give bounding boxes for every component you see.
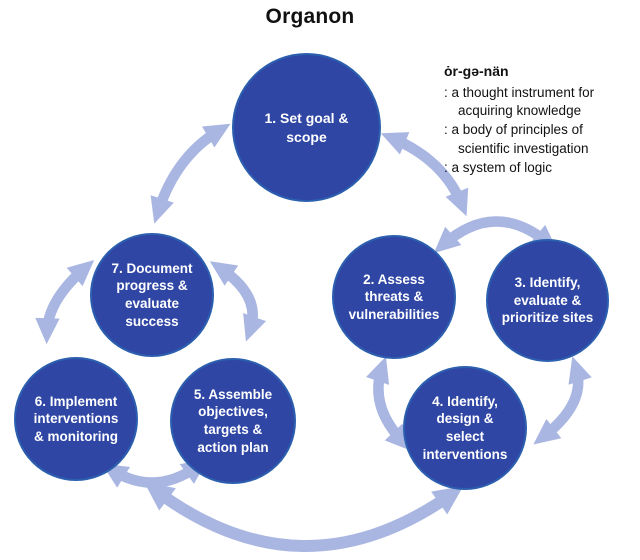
- page-title: Organon: [265, 5, 355, 28]
- definition-sense-1: : a thought instrument for acquiring kno…: [444, 84, 595, 119]
- arrow-2-3: [433, 216, 558, 254]
- arrow-2-4: [366, 356, 412, 451]
- arrow-7-1: [150, 123, 231, 224]
- step-circle-4-select-interventions: 4. Identify, design & select interventio…: [403, 366, 527, 490]
- definition-sense-2: : a body of principles of scientific inv…: [444, 122, 589, 157]
- definition-sense-3: : a system of logic: [444, 160, 553, 176]
- arrow-7-5: [209, 261, 267, 342]
- step-circle-2-assess-threats: 2. Assess threats & vulnerabilities: [332, 235, 456, 359]
- pronunciation-text: ȯr-gə-nän: [444, 63, 509, 79]
- arrow-7-6: [35, 260, 95, 345]
- arrow-6-5: [101, 458, 208, 488]
- step-circle-3-prioritize-sites: 3. Identify, evaluate & prioritize sites: [486, 239, 609, 362]
- arrow-4-5-bottom-arc: [143, 481, 464, 552]
- definition-block: ȯr-gə-nän : a thought instrument for acq…: [444, 62, 636, 178]
- arrow-1-2: [380, 132, 469, 217]
- step-circle-6-implement-monitoring: 6. Implement interventions & monitoring: [14, 357, 138, 481]
- step-circle-7-document-progress: 7. Document progress & evaluate success: [90, 233, 214, 357]
- arrow-3-4: [533, 356, 592, 445]
- step-circle-1-set-goal: 1. Set goal & scope: [232, 53, 381, 202]
- step-circle-5-action-plan: 5. Assemble objectives, targets & action…: [170, 358, 296, 484]
